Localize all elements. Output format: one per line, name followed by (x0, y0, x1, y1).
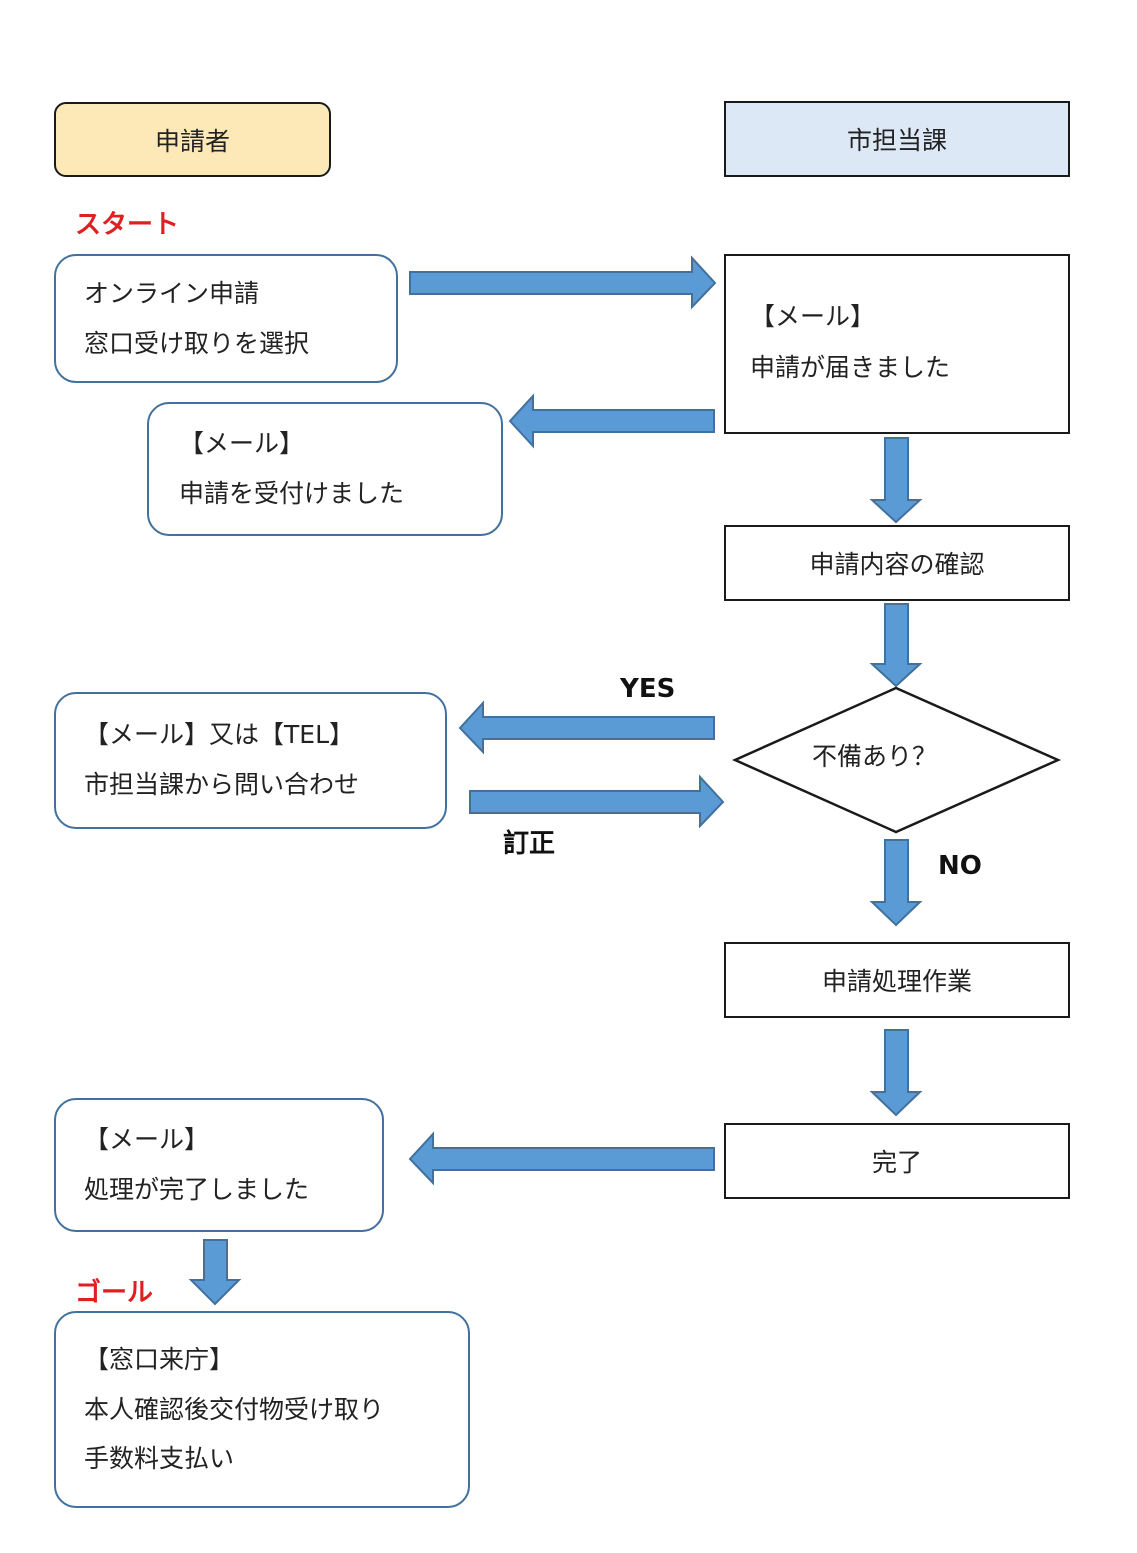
start-label: スタート (75, 210, 180, 240)
arrow-no-to-processing (869, 839, 923, 927)
deficiency-check-label: 不備あり？ (812, 742, 938, 771)
counter-visit-line2: 本人確認後交付物受け取り (84, 1395, 385, 1424)
arrow-yes-to-inquiry (458, 700, 715, 755)
inquiry-line2: 市担当課から問い合わせ (84, 770, 360, 799)
counter-visit-box: 【窓口来庁】 本人確認後交付物受け取り 手数料支払い (54, 1311, 470, 1508)
online-apply-line2: 窓口受け取りを選択 (84, 329, 310, 358)
arrow-online-to-dept (409, 255, 717, 310)
arrow-processing-to-complete (869, 1029, 923, 1117)
no-label: NO (938, 851, 982, 881)
online-apply-box: オンライン申請 窓口受け取りを選択 (54, 254, 398, 383)
decision-diamond-shape (731, 686, 1062, 834)
mail-received-box: 【メール】 申請が届きました (724, 254, 1070, 434)
applicant-header-label: 申請者 (154, 126, 230, 156)
arrow-complete-to-mail (408, 1131, 715, 1186)
mail-received-line2: 申請が届きました (750, 353, 951, 382)
department-header: 市担当課 (724, 101, 1070, 177)
inquiry-box: 【メール】又は【TEL】 市担当課から問い合わせ (54, 692, 447, 829)
applicant-header: 申請者 (54, 102, 331, 177)
department-header-label: 市担当課 (846, 126, 947, 155)
complete-label: 完了 (871, 1148, 922, 1177)
mail-completed-box: 【メール】 処理が完了しました (54, 1098, 384, 1232)
mail-completed-line2: 処理が完了しました (84, 1175, 310, 1204)
arrow-review-to-check (869, 603, 923, 688)
mail-received-line1: 【メール】 (750, 302, 876, 331)
counter-visit-line3: 手数料支払い (84, 1444, 235, 1473)
online-apply-line1: オンライン申請 (84, 279, 260, 308)
processing-box: 申請処理作業 (724, 942, 1070, 1018)
goal-label: ゴール (75, 1278, 154, 1308)
correction-label: 訂正 (503, 829, 556, 859)
mail-accepted-line2: 申請を受付けました (179, 479, 405, 508)
counter-visit-line1: 【窓口来庁】 (84, 1345, 235, 1374)
arrow-received-to-review (869, 437, 923, 524)
mail-accepted-box: 【メール】 申請を受付けました (147, 402, 503, 536)
review-box: 申請内容の確認 (724, 525, 1070, 601)
mail-completed-line1: 【メール】 (84, 1125, 210, 1154)
yes-label: YES (620, 674, 676, 704)
complete-box: 完了 (724, 1123, 1070, 1199)
inquiry-line1: 【メール】又は【TEL】 (84, 720, 354, 749)
arrow-mail-to-visit (188, 1239, 242, 1306)
review-label: 申請内容の確認 (809, 550, 985, 579)
arrow-dept-to-accepted (508, 393, 715, 449)
processing-label: 申請処理作業 (821, 967, 972, 996)
arrow-correction-to-check (469, 774, 725, 829)
mail-accepted-line1: 【メール】 (179, 429, 305, 458)
